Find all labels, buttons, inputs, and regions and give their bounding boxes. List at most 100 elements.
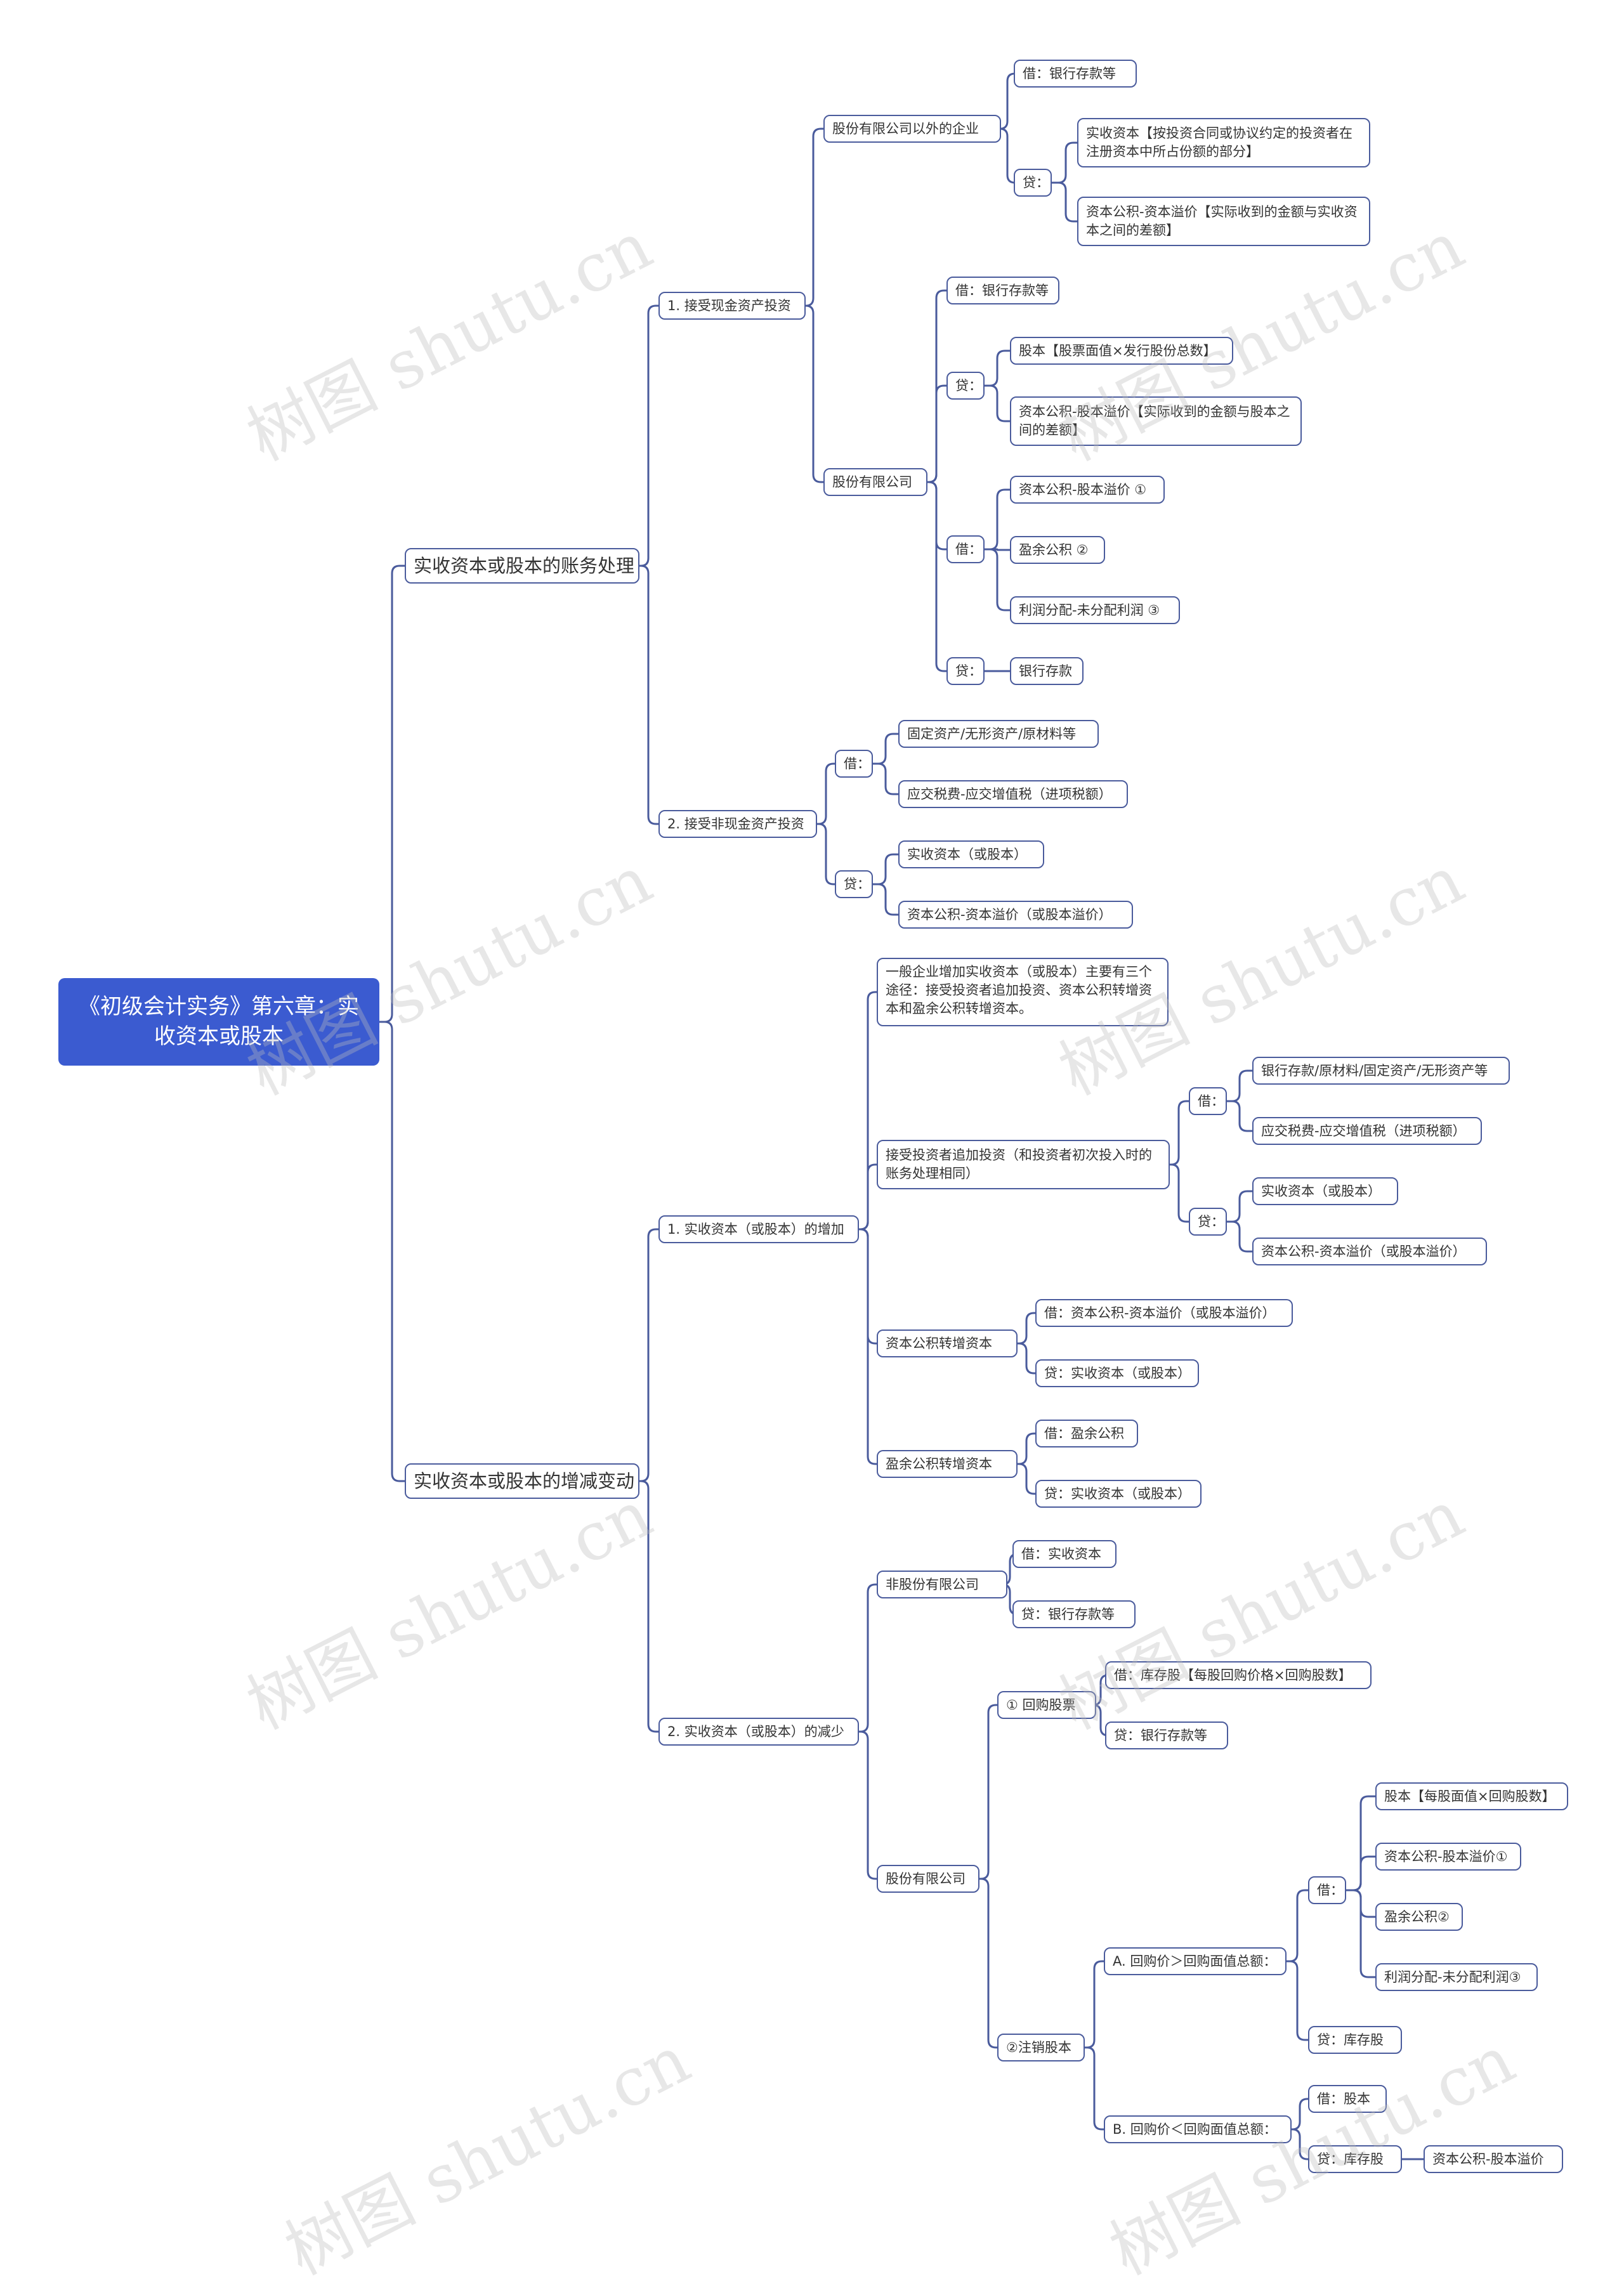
entry-paid-in-capital[interactable]: 实收资本（或股本） [898,840,1044,868]
topic-capital-reserve-conversion[interactable]: 资本公积转增资本 [877,1329,1018,1357]
connector-line [1018,1342,1035,1375]
topic-price-below-par[interactable]: B. 回购价＜回购面值总额： [1104,2115,1292,2143]
entry-paid-in-capital[interactable]: 实收资本【按投资合同或协议约定的投资者在注册资本中所占份额的部分】 [1077,118,1370,167]
entry-capital-reserve-premium[interactable]: 资本公积-资本溢价（或股本溢价） [898,901,1133,929]
entry-debit-bank[interactable]: 借：银行存款等 [946,277,1059,304]
connector-line [379,565,405,1023]
entry-input-vat[interactable]: 应交税费-应交增值税（进项税额） [898,780,1128,808]
entry-capital-reserve-premium[interactable]: 资本公积-资本溢价（或股本溢价） [1252,1238,1487,1265]
connector-line [999,127,1016,184]
entry-capital-reserve-premium[interactable]: 资本公积-资本溢价【实际收到的金额与实收资本之间的差额】 [1077,197,1370,246]
connector-line [639,304,658,567]
entry-debit-label[interactable]: 借： [1308,1876,1346,1904]
root-topic[interactable]: 《初级会计实务》第六章：实收资本或股本 [58,978,379,1066]
connector-line [817,823,835,885]
entry-fixed-assets[interactable]: 固定资产/无形资产/原材料等 [898,720,1099,748]
topic-noncash-investment[interactable]: 2. 接受非现金资产投资 [658,810,817,838]
entry-credit-paid-in-capital[interactable]: 贷：实收资本（或股本） [1035,1480,1202,1508]
entry-credit-bank[interactable]: 贷：银行存款等 [1105,1721,1228,1749]
entry-input-vat[interactable]: 应交税费-应交增值税（进项税额） [1252,1117,1482,1145]
entry-debit-paid-in-capital[interactable]: 借：实收资本 [1012,1540,1116,1568]
entry-credit-label[interactable]: 贷： [946,372,985,400]
entry-debit-label[interactable]: 借： [946,535,985,563]
entry-credit-label[interactable]: 贷： [946,657,985,685]
entry-share-premium-1[interactable]: 资本公积-股本溢价 ① [1010,476,1165,504]
connector-line [379,1021,405,1482]
connector-line [985,548,1010,551]
entry-share-premium-1[interactable]: 资本公积-股本溢价① [1375,1843,1521,1871]
entry-debit-label[interactable]: 借： [1189,1087,1227,1115]
entry-credit-treasury-stock[interactable]: 贷：库存股 [1308,2026,1402,2054]
entry-undistributed-profit-3[interactable]: 利润分配-未分配利润 ③ [1010,596,1180,624]
connector-line [1085,2046,1104,2131]
topic-share-company[interactable]: 股份有限公司 [823,468,927,496]
topic-capital-decrease[interactable]: 2. 实收资本（或股本）的减少 [658,1718,859,1746]
connector-line [859,1583,877,1733]
entry-bank-materials-assets[interactable]: 银行存款/原材料/固定资产/无形资产等 [1252,1057,1510,1085]
entry-debit-treasury-stock[interactable]: 借：库存股【每股回购价格×回购股数】 [1105,1661,1372,1689]
connector-line [1227,1190,1252,1223]
entry-debit-share-capital[interactable]: 借：股本 [1308,2085,1387,2113]
entry-credit-treasury-stock[interactable]: 贷：库存股 [1308,2145,1402,2173]
entry-debit-bank[interactable]: 借：银行存款等 [1014,60,1137,88]
connector-line [1085,1960,1104,2049]
connector-line [1287,1960,1308,2041]
connector-line [639,565,658,825]
connector-lines [379,72,1424,2160]
topic-share-company[interactable]: 股份有限公司 [877,1865,979,1893]
connector-line [817,762,835,825]
topic-capital-increase[interactable]: 1. 实收资本（或股本）的增加 [658,1215,859,1243]
connector-line [1292,2098,1308,2131]
connector-line [1227,1220,1252,1253]
connector-line [985,488,1010,551]
connector-line [859,1228,877,1465]
connector-line [1227,1100,1252,1132]
entry-surplus-reserve-2[interactable]: 盈余公积 ② [1010,536,1105,564]
connector-line [927,384,946,483]
topic-increase-decrease[interactable]: 实收资本或股本的增减变动 [405,1463,639,1499]
connector-line [873,883,898,916]
entry-credit-label[interactable]: 贷： [1189,1208,1227,1236]
topic-account-processing[interactable]: 实收资本或股本的账务处理 [405,548,639,584]
connector-line [985,548,1010,611]
entry-credit-paid-in-capital[interactable]: 贷：实收资本（或股本） [1035,1359,1199,1387]
connector-line [979,1704,997,1880]
entry-share-premium[interactable]: 资本公积-股本溢价 [1424,2145,1563,2173]
connector-line [1170,1100,1189,1166]
topic-surplus-reserve-conversion[interactable]: 盈余公积转增资本 [877,1450,1018,1478]
topic-repurchase-shares[interactable]: ① 回购股票 [997,1691,1096,1719]
entry-surplus-reserve-2[interactable]: 盈余公积② [1375,1903,1463,1931]
topic-non-share-company[interactable]: 股份有限公司以外的企业 [823,115,1001,143]
topic-price-above-par[interactable]: A. 回购价＞回购面值总额： [1104,1947,1287,1975]
entry-share-capital[interactable]: 股本【每股面值×回购股数】 [1375,1782,1568,1810]
topic-additional-investment[interactable]: 接受投资者追加投资（和投资者初次投入时的账务处理相同） [877,1140,1170,1189]
entry-credit-label[interactable]: 贷： [835,870,873,898]
topic-non-share-company[interactable]: 非股份有限公司 [877,1571,1007,1598]
topic-cancel-shares[interactable]: ②注销股本 [997,2034,1085,2061]
connector-line [639,1228,658,1482]
entry-share-capital[interactable]: 股本【股票面值×发行股份总数】 [1010,337,1233,365]
entry-debit-label[interactable]: 借： [835,750,873,778]
connector-line [1018,1463,1035,1495]
entry-debit-capital-reserve[interactable]: 借：资本公积-资本溢价（或股本溢价） [1035,1299,1293,1327]
connector-line [1227,1069,1252,1102]
connector-line [927,481,946,672]
connector-line [1018,1312,1035,1345]
entry-share-premium[interactable]: 资本公积-股本溢价【实际收到的金额与股本之间的差额】 [1010,396,1302,446]
connector-line [1018,1432,1035,1465]
entry-paid-in-capital[interactable]: 实收资本（或股本） [1252,1177,1398,1205]
topic-cash-investment[interactable]: 1. 接受现金资产投资 [658,292,806,320]
connector-line [985,350,1010,387]
entry-debit-surplus-reserve[interactable]: 借：盈余公积 [1035,1420,1138,1447]
entry-credit-bank[interactable]: 贷：银行存款等 [1012,1600,1136,1628]
connector-line [1292,2128,1308,2160]
entry-credit-label[interactable]: 贷： [1014,169,1052,197]
entry-undistributed-profit-3[interactable]: 利润分配-未分配利润③ [1375,1963,1538,1991]
connector-line [1170,1163,1189,1223]
entry-bank-deposit[interactable]: 银行存款 [1010,657,1084,685]
connector-line [873,762,898,795]
connector-line [1052,181,1077,223]
connector-line [639,1480,658,1733]
connector-line [999,72,1016,130]
note-increase-paths[interactable]: 一般企业增加实收资本（或股本）主要有三个途径：接受投资者追加投资、资本公积转增资… [877,958,1169,1026]
